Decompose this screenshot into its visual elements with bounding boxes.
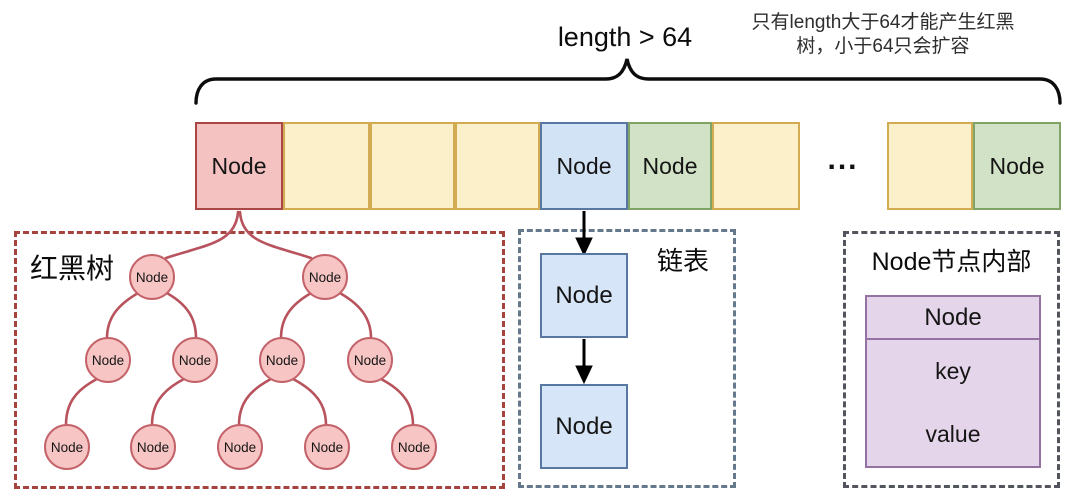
- tree-node-leaf3: Node: [217, 424, 263, 470]
- tree-node-leaf1: Node: [44, 424, 90, 470]
- node-table-body: key value: [867, 340, 1039, 466]
- node-table-field-value: value: [925, 421, 981, 447]
- annotation-note: 只有length大于64才能产生红黑 树，小于64只会扩容: [703, 11, 1063, 59]
- array-cell-0-node: Node: [195, 122, 283, 210]
- tree-node-mid1: Node: [85, 337, 131, 383]
- annotation-note-line1: 只有length大于64才能产生红黑: [751, 12, 1015, 33]
- annotation-note-line2: 树，小于64只会扩容: [796, 36, 970, 57]
- list-node-2: Node: [540, 384, 628, 469]
- tree-node-mid2: Node: [172, 337, 218, 383]
- array-cell-8-node: Node: [973, 122, 1061, 210]
- brace-label: length > 64: [557, 22, 693, 52]
- list-node-1: Node: [540, 253, 628, 338]
- node-table-field-key: key: [935, 358, 971, 384]
- array-cell-7-empty: [887, 122, 973, 210]
- tree-node-leaf2: Node: [130, 424, 176, 470]
- array-cell-2-empty: [370, 122, 455, 210]
- array-cell-6-empty: [712, 122, 800, 210]
- array-cell-5-node: Node: [628, 122, 712, 210]
- linked-list-box: [518, 229, 736, 488]
- node-table-header: Node: [867, 297, 1039, 340]
- tree-node-mid3: Node: [259, 337, 305, 383]
- tree-node-root1: Node: [129, 254, 175, 300]
- linked-list-title: 链表: [657, 246, 710, 276]
- array-cell-1-empty: [283, 122, 370, 210]
- tree-node-leaf5: Node: [391, 424, 437, 470]
- node-internal-table: Node key value: [865, 295, 1041, 468]
- array-cell-3-empty: [455, 122, 540, 210]
- node-internal-title: Node节点内部: [871, 248, 1032, 276]
- tree-node-mid4: Node: [347, 337, 393, 383]
- tree-node-root2: Node: [302, 254, 348, 300]
- array-ellipsis: ...: [827, 143, 859, 176]
- red-black-tree-title: 红黑树: [30, 253, 115, 284]
- brace: [194, 58, 1062, 105]
- node-internal-box: [843, 231, 1060, 488]
- array-cell-4-node: Node: [540, 122, 628, 210]
- tree-node-leaf4: Node: [304, 424, 350, 470]
